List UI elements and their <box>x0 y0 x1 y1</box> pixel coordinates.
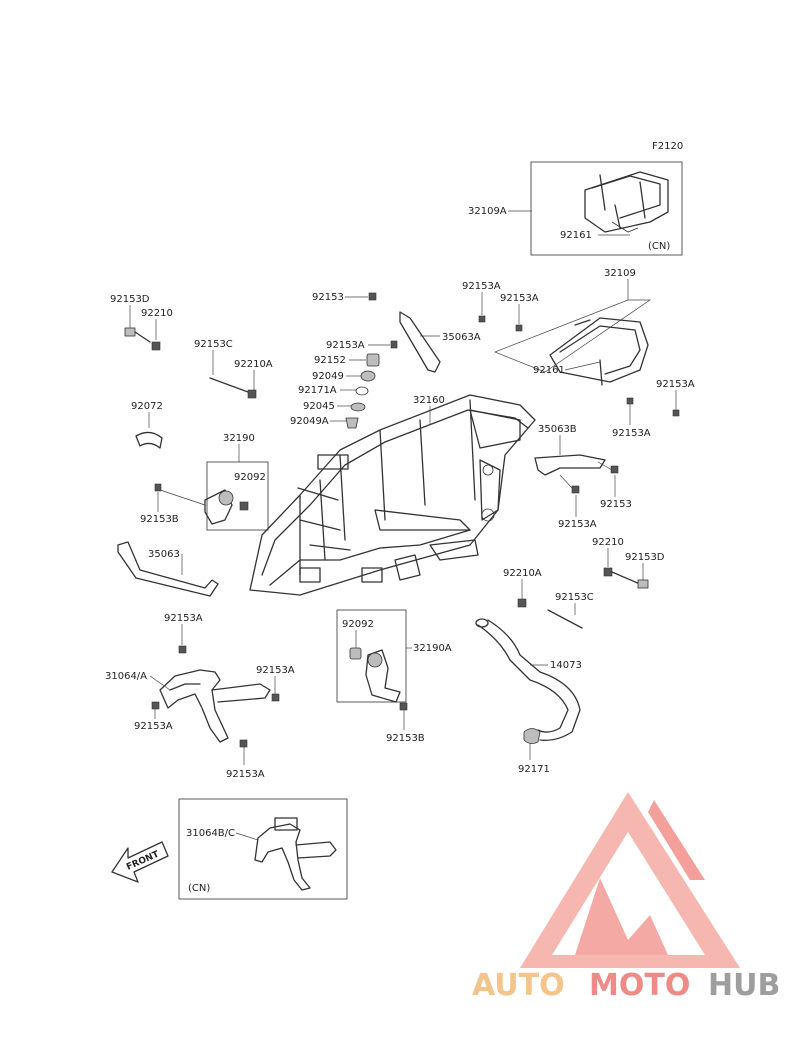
label-14073: 14073 <box>550 660 582 671</box>
label-92210-2: 92210 <box>592 537 624 548</box>
label-35063: 35063 <box>148 549 180 560</box>
rear-rack-part <box>549 317 649 386</box>
label-92049: 92049 <box>312 371 344 382</box>
engine-mount-32190 <box>204 489 249 525</box>
label-92210A-2: 92210A <box>503 568 542 579</box>
label-cn-bottom: (CN) <box>188 883 210 894</box>
label-92153C-1: 92153C <box>194 339 233 350</box>
label-92171: 92171 <box>518 764 550 775</box>
label-92153C-2: 92153C <box>555 592 594 603</box>
logo-part-hub: HUB <box>708 968 780 1003</box>
label-92153A-5: 92153A <box>326 340 365 351</box>
front-arrow-icon: FRONT <box>111 841 169 883</box>
label-cn-top: (CN) <box>648 241 670 252</box>
engine-mount-32190A <box>365 649 401 703</box>
label-35063B: 35063B <box>538 424 577 435</box>
footrest-31064A <box>159 669 271 743</box>
mount-box-32190 <box>206 461 269 531</box>
logo-triangle-icon <box>520 792 740 968</box>
label-92092-2: 92092 <box>342 619 374 630</box>
figure-code: F2120 <box>652 141 683 152</box>
label-92153A-6: 92153A <box>558 519 597 530</box>
label-35063A: 35063A <box>442 332 481 343</box>
bracket-35063B <box>534 454 606 476</box>
bar-35063 <box>117 541 219 597</box>
mount-box-32190A <box>336 609 407 703</box>
label-92153A-2: 92153A <box>500 293 539 304</box>
label-92210A-1: 92210A <box>234 359 273 370</box>
logo-part-moto: MOTO <box>589 968 690 1003</box>
label-92153A-3: 92153A <box>656 379 695 390</box>
cn-variant-box-bottom <box>178 798 348 900</box>
cn-variant-box-top <box>530 161 683 256</box>
label-92072: 92072 <box>131 401 163 412</box>
label-31064A: 31064/A <box>105 671 147 682</box>
logo-wordmark: AUTO MOTO HUB <box>472 968 780 1003</box>
label-92161-top: 92161 <box>560 230 592 241</box>
label-92152: 92152 <box>314 355 346 366</box>
label-92153A-9: 92153A <box>134 721 173 732</box>
label-92045: 92045 <box>303 401 335 412</box>
label-32160: 32160 <box>413 395 445 406</box>
label-92153B-1: 92153B <box>140 514 179 525</box>
label-92153-1: 92153 <box>312 292 344 303</box>
label-92153A-4: 92153A <box>612 428 651 439</box>
label-92153B-2: 92153B <box>386 733 425 744</box>
label-92161-b: 92161 <box>533 365 565 376</box>
label-92153A-10: 92153A <box>226 769 265 780</box>
label-92153A-7: 92153A <box>164 613 203 624</box>
footrest-31064BC <box>254 817 337 891</box>
label-92171A: 92171A <box>298 385 337 396</box>
bracket-35063A <box>399 311 441 373</box>
label-92049A: 92049A <box>290 416 329 427</box>
rear-rack-cn-part <box>584 171 669 233</box>
label-31064BC: 31064B/C <box>186 828 235 839</box>
logo-part-auto: AUTO <box>472 968 565 1003</box>
label-92153-2: 92153 <box>600 499 632 510</box>
exhaust-pipe-14073 <box>475 618 581 741</box>
label-92153D-1: 92153D <box>110 294 150 305</box>
label-92153A-8: 92153A <box>256 665 295 676</box>
label-92092-1: 92092 <box>234 472 266 483</box>
clamp-92072 <box>135 431 163 449</box>
label-32109: 32109 <box>604 268 636 279</box>
label-32190: 32190 <box>223 433 255 444</box>
label-92153A-1: 92153A <box>462 281 501 292</box>
label-92210-1: 92210 <box>141 308 173 319</box>
label-92153D-2: 92153D <box>625 552 665 563</box>
main-frame-32160 <box>249 394 536 596</box>
label-32190A: 32190A <box>413 643 452 654</box>
label-32109A: 32109A <box>468 206 507 217</box>
